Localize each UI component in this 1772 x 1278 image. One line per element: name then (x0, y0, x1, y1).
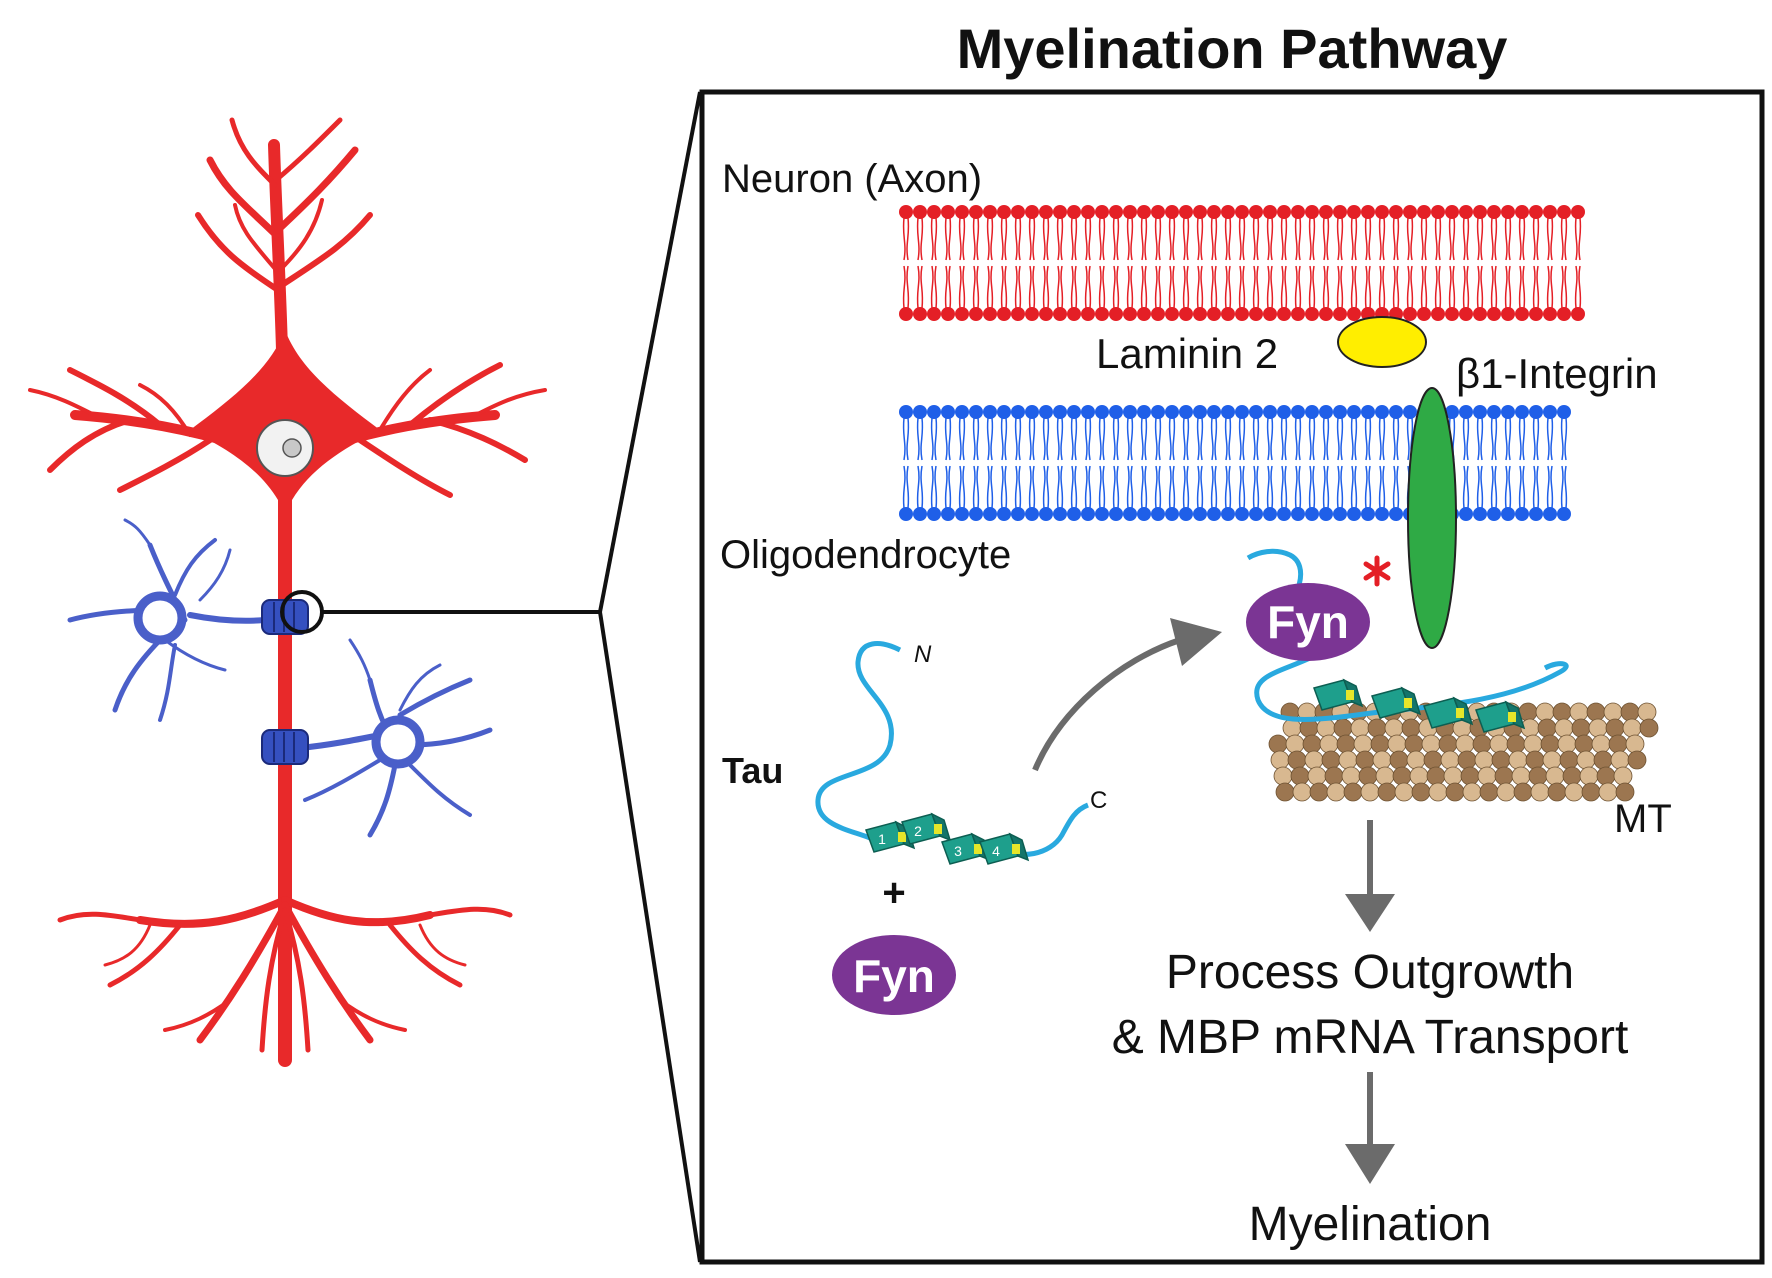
beta1-integrin (1407, 387, 1457, 649)
laminin-2 (1337, 316, 1427, 368)
axon-membrane (899, 205, 1585, 321)
integrin-label: β1-Integrin (1456, 350, 1658, 397)
pathway-panel (699, 89, 1765, 1265)
fyn-bound-label: Fyn (1267, 596, 1349, 648)
svg-text:1: 1 (878, 831, 886, 847)
plus-sign: + (882, 871, 905, 915)
nucleolus (282, 438, 302, 458)
binding-arrow (1032, 637, 1181, 772)
bound-tau-repeats (1313, 678, 1526, 733)
mt-label: MT (1614, 797, 1672, 841)
figure-title: Myelination Pathway (957, 17, 1508, 80)
tau-c-terminus-label: C (1090, 787, 1107, 814)
svg-text:3: 3 (954, 843, 962, 859)
tau-label: Tau (722, 750, 783, 791)
downstream-arrow-2-head (1345, 1144, 1395, 1184)
oligodendrocyte-membrane (899, 405, 1571, 521)
downstream-arrow-1-head (1345, 894, 1395, 932)
neuron-axon-label: Neuron (Axon) (722, 157, 982, 201)
fyn-free-label: Fyn (853, 950, 935, 1002)
neuron-illustration (28, 117, 547, 1067)
binding-arrow-head (1170, 618, 1222, 666)
free-tau-repeats: 1 2 3 4 (865, 812, 1030, 865)
phosphorylation-star-icon (1363, 555, 1391, 587)
svg-text:4: 4 (992, 843, 1000, 859)
fyn-free (832, 935, 956, 1015)
outcome-line-2: & MBP mRNA Transport (1112, 1011, 1629, 1064)
final-outcome: Myelination (1249, 1198, 1492, 1251)
zoom-connector (322, 91, 702, 1263)
outcome-line-1: Process Outgrowth (1166, 946, 1574, 999)
fyn-bound (1246, 583, 1370, 661)
myelin-sheath (261, 599, 309, 765)
oligodendrocyte-cells (67, 518, 493, 838)
tau-n-terminus-label: N (914, 641, 932, 668)
microtubule (1268, 702, 1659, 802)
oligodendrocyte-label: Oligodendrocyte (720, 533, 1011, 577)
svg-text:2: 2 (914, 823, 922, 839)
laminin-label: Laminin 2 (1096, 330, 1278, 377)
